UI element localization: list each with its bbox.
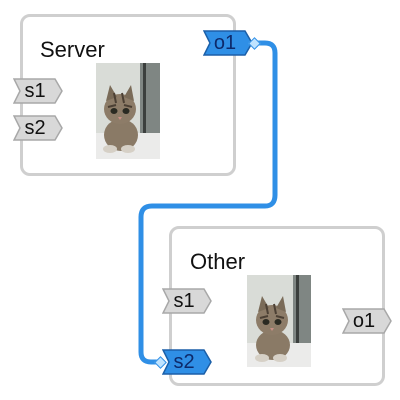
- kitten-image: [96, 63, 160, 159]
- kitten-image: [247, 275, 311, 367]
- node-title: Server: [40, 37, 105, 62]
- server-input-port-s2[interactable]: s2: [13, 115, 63, 141]
- other-input-port-s1[interactable]: s1: [162, 288, 212, 314]
- node-title: Other: [190, 249, 246, 274]
- other-output-port-o1[interactable]: o1: [342, 308, 392, 334]
- other-input-port-s2[interactable]: s2: [162, 349, 212, 375]
- server-output-port-o1[interactable]: o1: [203, 30, 253, 56]
- server-input-port-s1[interactable]: s1: [13, 78, 63, 104]
